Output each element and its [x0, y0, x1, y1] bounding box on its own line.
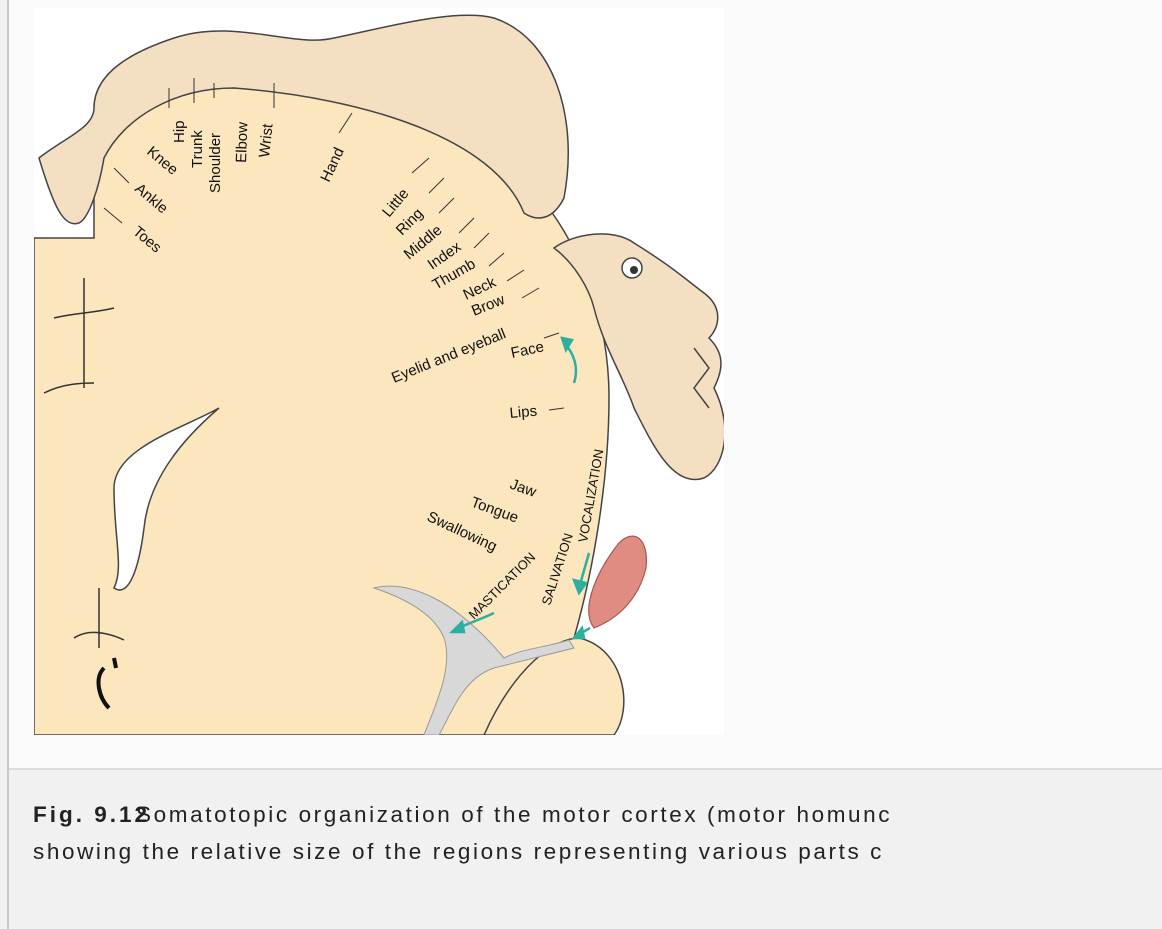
- label-wrist: Wrist: [256, 122, 277, 158]
- caption-line-2: showing the relative size of the regions…: [33, 833, 1162, 870]
- label-trunk: Trunk: [189, 130, 206, 168]
- caption-line-1: Fig. 9.12Somatotopic organization of the…: [33, 796, 1162, 833]
- label-shoulder: Shoulder: [207, 133, 224, 193]
- label-lips: Lips: [509, 403, 538, 422]
- caption-divider: [9, 768, 1162, 770]
- caption-text-1: Somatotopic organization of the motor co…: [136, 802, 892, 827]
- label-elbow: Elbow: [233, 122, 251, 164]
- motor-homunculus-illustration: Hip Trunk Shoulder Elbow Wrist Hand Knee…: [34, 8, 724, 735]
- label-hip: Hip: [171, 120, 188, 143]
- figure-caption: Fig. 9.12Somatotopic organization of the…: [33, 796, 1162, 870]
- figure-number: Fig. 9.12: [33, 802, 150, 827]
